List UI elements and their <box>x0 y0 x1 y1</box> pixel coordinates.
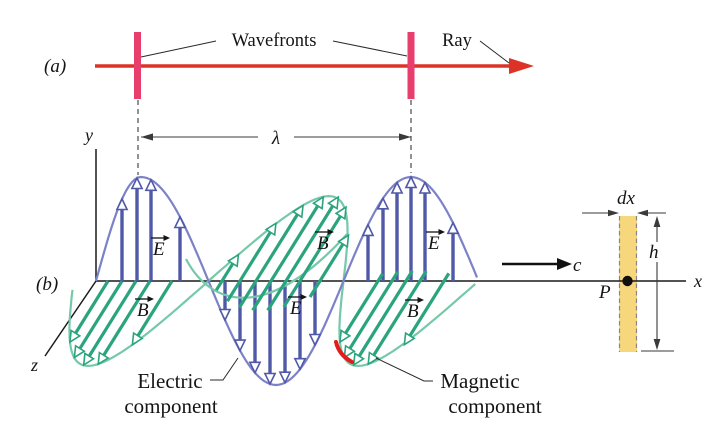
wavelength-arrowhead-left-icon <box>141 133 153 141</box>
speed-label: c <box>573 255 582 276</box>
z-axis-label: z <box>30 355 38 375</box>
electric-component-label: Electric <box>137 369 202 393</box>
svg-text:E: E <box>152 239 165 260</box>
magnetic-wave-envelope <box>68 194 476 368</box>
vector-arrow-icon <box>147 296 154 302</box>
dx-label: dx <box>617 188 636 209</box>
dx-arrowhead-icon <box>637 209 648 217</box>
vector-arrow-icon <box>300 294 307 300</box>
speed-arrowhead-icon <box>557 258 572 270</box>
panel-b-captions: (b) Electric component Magnetic componen… <box>36 274 542 418</box>
svg-text:B: B <box>317 233 329 254</box>
svg-text:B: B <box>407 301 419 322</box>
height-label: h <box>649 242 659 263</box>
speed-of-light: c <box>502 255 582 276</box>
wavelength-dimension: λ <box>137 100 412 175</box>
electric-component-label: component <box>124 394 217 418</box>
vector-arrow-icon <box>438 229 445 235</box>
h-arrowhead-icon <box>653 216 661 227</box>
y-axis-label: y <box>83 125 93 145</box>
electric-component-leader <box>210 357 239 381</box>
b-field-label: B <box>135 296 154 321</box>
panel-a: (a) Wavefronts Ray <box>44 31 534 99</box>
strip-dimensions: dx h P <box>582 188 674 352</box>
svg-text:B: B <box>137 300 149 321</box>
magnetic-component-label: Magnetic <box>440 369 519 393</box>
wavefronts-leader-left <box>140 40 217 58</box>
b-field-label: B <box>405 297 424 322</box>
wavefront-bar <box>134 32 141 99</box>
point-p-dot <box>622 275 633 287</box>
field-labels: E E E B B B <box>135 229 445 322</box>
panel-b-label: (b) <box>36 274 58 295</box>
magnetic-wave-front-layer <box>185 195 451 367</box>
point-p-label: P <box>598 282 611 303</box>
panel-a-label: (a) <box>44 56 66 77</box>
ray-label: Ray <box>442 31 473 51</box>
wavelength-arrowhead-right-icon <box>399 133 411 141</box>
e-field-label: E <box>426 229 445 254</box>
electric-wave-layer <box>94 175 479 387</box>
magnetic-component-label: component <box>448 394 541 418</box>
wavefront-bar <box>407 32 415 99</box>
ray-leader <box>479 40 510 64</box>
wavelength-label: λ <box>271 128 280 149</box>
electric-wave-envelope <box>94 175 479 387</box>
b-field-label: B <box>315 229 334 254</box>
axes: y x z <box>30 125 702 375</box>
magnetic-component-leader <box>375 357 433 382</box>
ribbon-crossing-highlight <box>334 340 354 364</box>
svg-text:E: E <box>427 233 440 254</box>
svg-text:E: E <box>289 298 302 319</box>
vector-arrow-icon <box>417 297 424 303</box>
vector-arrow-icon <box>163 235 170 241</box>
dx-arrowhead-icon <box>608 209 619 217</box>
wavefronts-label: Wavefronts <box>232 31 317 51</box>
vector-arrow-icon <box>327 229 334 235</box>
wavefronts-leader-right <box>332 40 408 57</box>
e-field-label: E <box>151 235 170 260</box>
magnetic-wave-back-layer <box>68 194 476 368</box>
x-axis-label: x <box>693 271 702 291</box>
e-field-label: E <box>288 294 307 319</box>
h-arrowhead-icon <box>653 339 661 350</box>
ray-arrowhead-icon <box>509 58 534 74</box>
